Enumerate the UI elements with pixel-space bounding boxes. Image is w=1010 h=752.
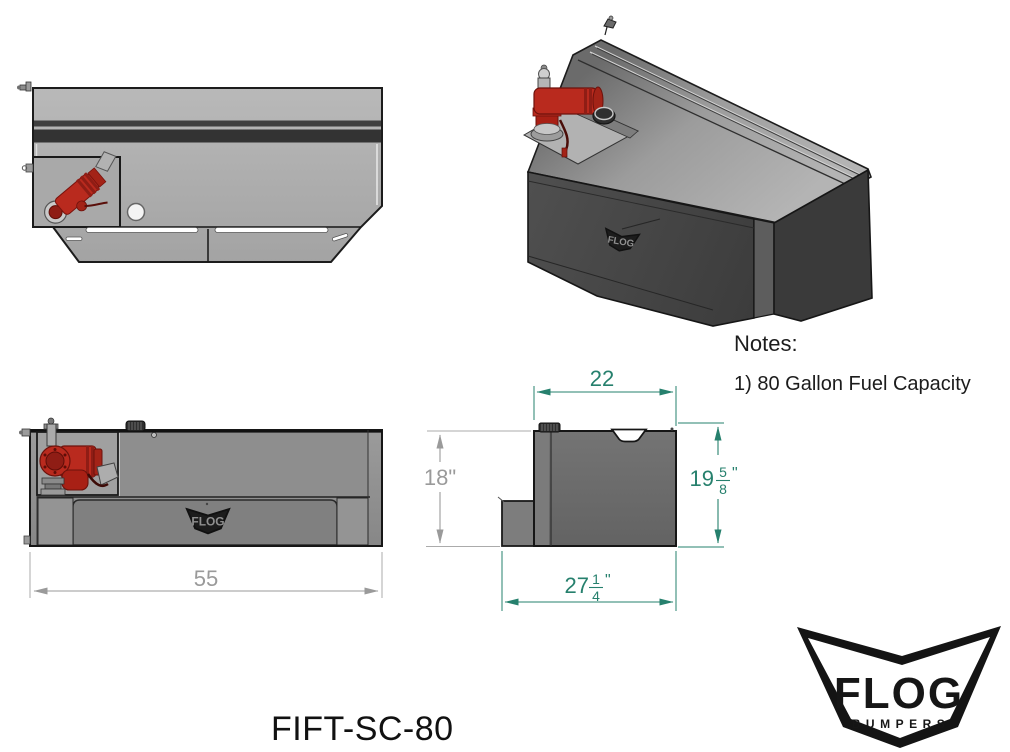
- side-tab-fitting: [21, 163, 34, 173]
- front-vent-dot: [151, 432, 157, 438]
- dim-side-height-right-whole: 19: [690, 466, 714, 491]
- dim-side-bottom-width-num: 1: [592, 571, 600, 587]
- dim-side-height-right: 19 5 8 ": [678, 422, 738, 548]
- dim-side-top-width: 22: [533, 366, 677, 426]
- vent-fitting: [17, 81, 32, 92]
- flog-emblem-iso-text: FLOG: [607, 234, 635, 249]
- flog-logo-inner-shield: [808, 637, 990, 738]
- front-upper-panel: [120, 433, 368, 497]
- notes-block: Notes: 1) 80 Gallon Fuel Capacity: [734, 331, 971, 396]
- fuel-pump-top-view: [43, 151, 117, 224]
- dim-side-height-right-num: 5: [719, 464, 727, 480]
- fuel-cap-side: [538, 422, 561, 433]
- dim-side-bottom-width: 27 1 4 ": [501, 551, 677, 611]
- iso-end-strip: [753, 218, 775, 319]
- front-left-block: [37, 497, 74, 546]
- flog-logo: FLOG BUMPERS: [797, 626, 1001, 748]
- flog-logo-tagline-text: BUMPERS: [852, 717, 951, 731]
- slot-dash-right: [331, 233, 349, 242]
- part-number-title: FIFT-SC-80: [271, 710, 454, 748]
- handle-slot-right: [214, 227, 329, 233]
- dim-side-bottom-width-whole: 27: [565, 573, 589, 598]
- front-right-block: [336, 497, 369, 546]
- side-view: 18" 22 19 5 8 " 27 1: [424, 366, 738, 611]
- notes-item-1: 1) 80 Gallon Fuel Capacity: [734, 373, 971, 395]
- isometric-view: FLOG: [522, 15, 873, 327]
- flog-emblem-front: FLOG: [185, 507, 231, 535]
- dim-side-bottom-width-den: 4: [592, 588, 600, 604]
- iso-right-face: [773, 168, 873, 322]
- top-view: [17, 81, 383, 263]
- side-step-block: [501, 500, 535, 547]
- dim-front-width-text: 55: [194, 566, 218, 591]
- side-top-notch: [610, 428, 648, 443]
- flog-emblem-iso: FLOG: [604, 227, 641, 252]
- dim-side-bottom-width-unit: ": [605, 572, 611, 589]
- fuel-cap-front: [125, 420, 146, 432]
- front-view: FLOG 55: [19, 417, 383, 598]
- dim-side-top-width-text: 22: [590, 366, 614, 391]
- side-view-body: [533, 430, 677, 547]
- notes-heading: Notes:: [734, 331, 798, 356]
- fuel-sender-cap: [126, 202, 146, 222]
- fuel-pump-front: [39, 417, 119, 496]
- handle-slot-left: [85, 227, 199, 233]
- flog-logo-brand-text: FLOG: [834, 669, 964, 718]
- iso-hook-bracket: [603, 15, 617, 36]
- front-hook-left: [19, 428, 31, 545]
- dim-side-height-left: 18": [424, 430, 531, 544]
- dim-side-height-left-text: 18": [424, 465, 456, 490]
- slot-dash-left: [65, 236, 83, 241]
- top-view-groove-band-2: [34, 129, 381, 143]
- fuel-pump-iso: [530, 64, 604, 158]
- fuel-cap-iso: [592, 106, 616, 125]
- dim-side-height-right-den: 8: [719, 481, 727, 497]
- dim-front-width: 55: [29, 552, 383, 598]
- top-view-groove-band-1: [34, 120, 381, 127]
- dim-side-height-right-unit: ": [732, 465, 738, 482]
- flog-emblem-front-text: FLOG: [191, 515, 224, 529]
